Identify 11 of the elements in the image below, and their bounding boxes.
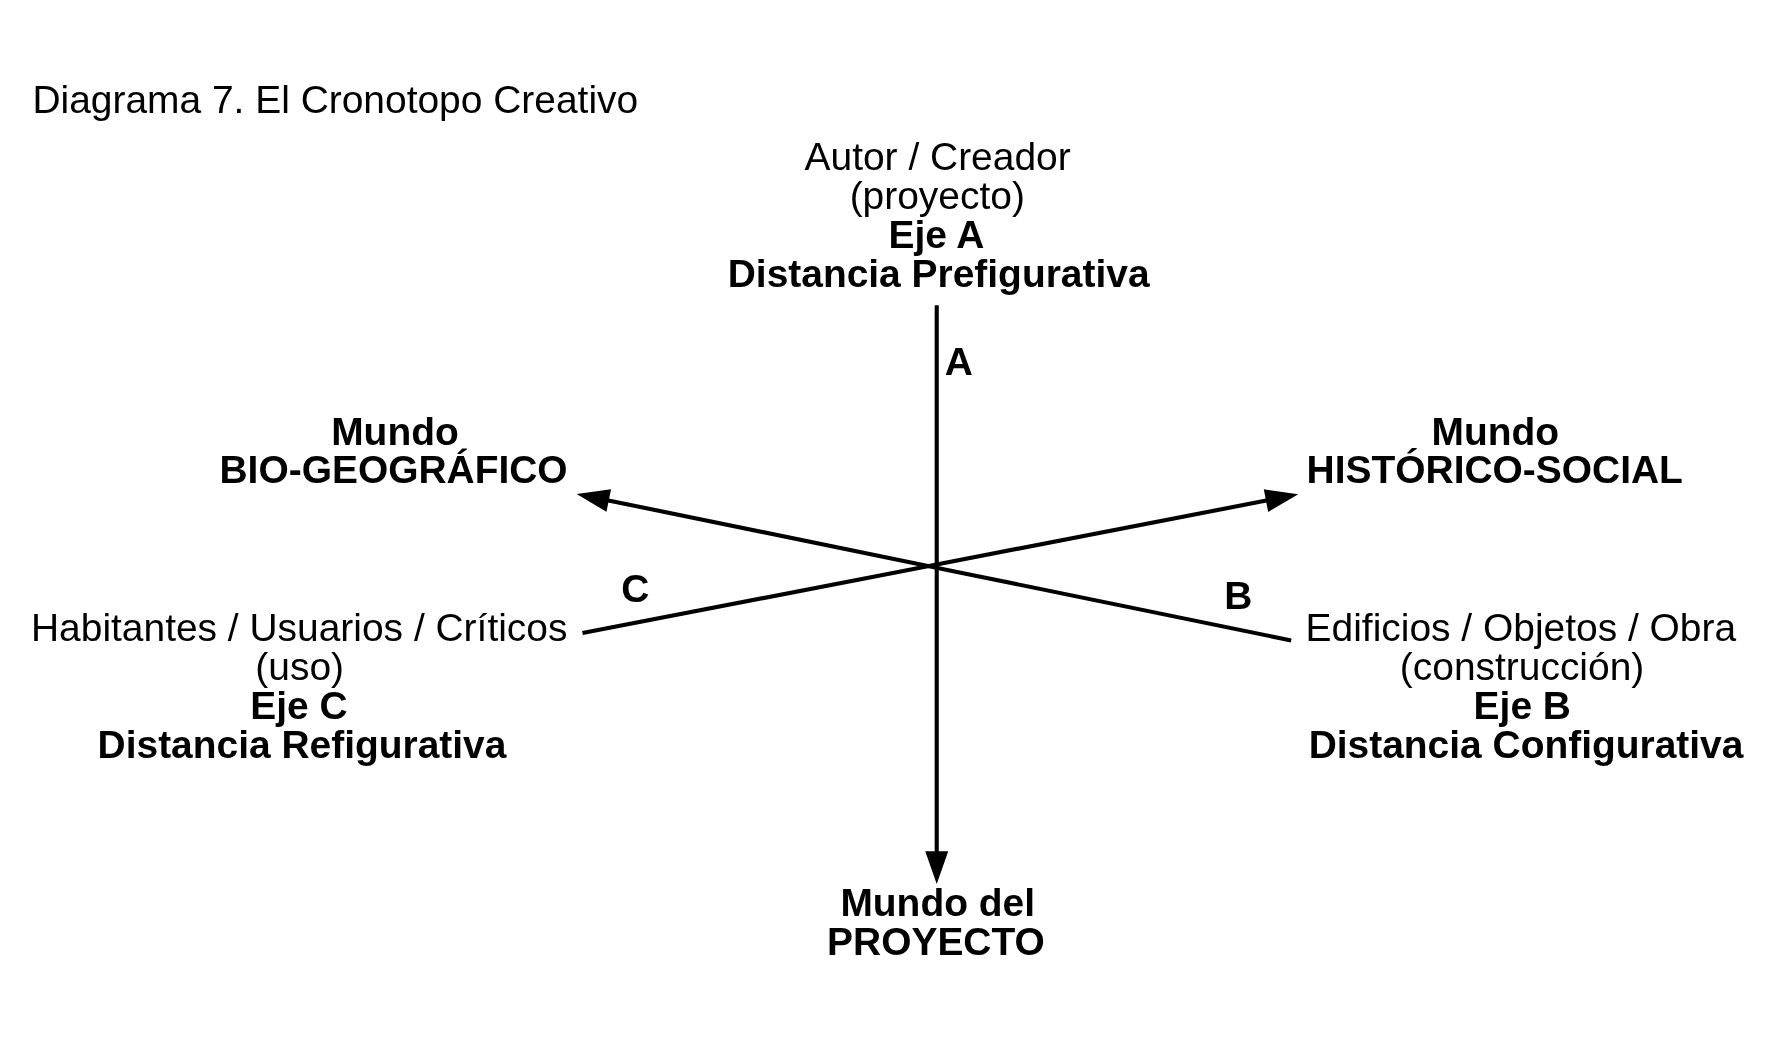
node-text: Mundo HISTÓRICO-SOCIAL: [1306, 409, 1683, 492]
edge-label: B: [1224, 573, 1253, 617]
node-text: Habitantes / Usuarios / Críticos (uso) Eje C Distancia Refigurativa: [30, 606, 568, 767]
edge-label: C: [621, 567, 650, 611]
node-text: Mundo BIO-GEOGRÁFICO: [219, 409, 568, 492]
diagram-title: Diagrama 7. El Cronotopo Creativo: [32, 77, 639, 121]
node-text: Edificios / Objetos / Obra (construcción) Eje B Distancia Configurativa: [1305, 606, 1744, 767]
node-text: Mundo del PROYECTO: [827, 880, 1045, 963]
arrow: [925, 305, 949, 885]
edge-label: A: [944, 339, 973, 383]
node-text: Autor / Creador (proyecto) Eje A Distancia Prefigurativa: [727, 134, 1150, 295]
